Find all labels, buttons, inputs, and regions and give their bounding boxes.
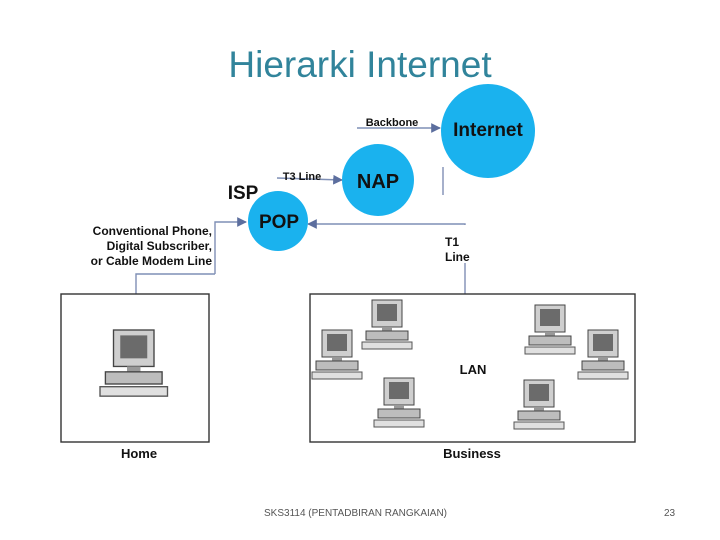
home-label: Home	[121, 446, 157, 461]
slide-title: Hierarki Internet	[228, 44, 492, 85]
t3-line-label: T3 Line	[283, 171, 322, 183]
pop-node	[248, 191, 308, 251]
conventional-label-line2: Digital Subscriber,	[107, 239, 212, 253]
t1-label: T1	[445, 235, 459, 249]
backbone-label: Backbone	[366, 117, 419, 129]
conventional-label-line1: Conventional Phone,	[93, 224, 212, 238]
business-label: Business	[443, 446, 501, 461]
nap-label: NAP	[357, 171, 399, 193]
internet-label: Internet	[453, 120, 523, 141]
footer-course-title: SKS3114 (PENTADBIRAN RANGKAIAN)	[264, 508, 448, 519]
pop-label: POP	[259, 212, 299, 233]
business-box	[309, 293, 636, 443]
page-number: 23	[664, 508, 676, 519]
conventional-label-line3: or Cable Modem Line	[91, 254, 213, 268]
t1-line-label: Line	[445, 250, 470, 264]
lan-label: LAN	[460, 362, 487, 377]
nap-node	[342, 144, 414, 216]
isp-label: ISP	[228, 183, 259, 204]
internet-node	[441, 84, 535, 178]
